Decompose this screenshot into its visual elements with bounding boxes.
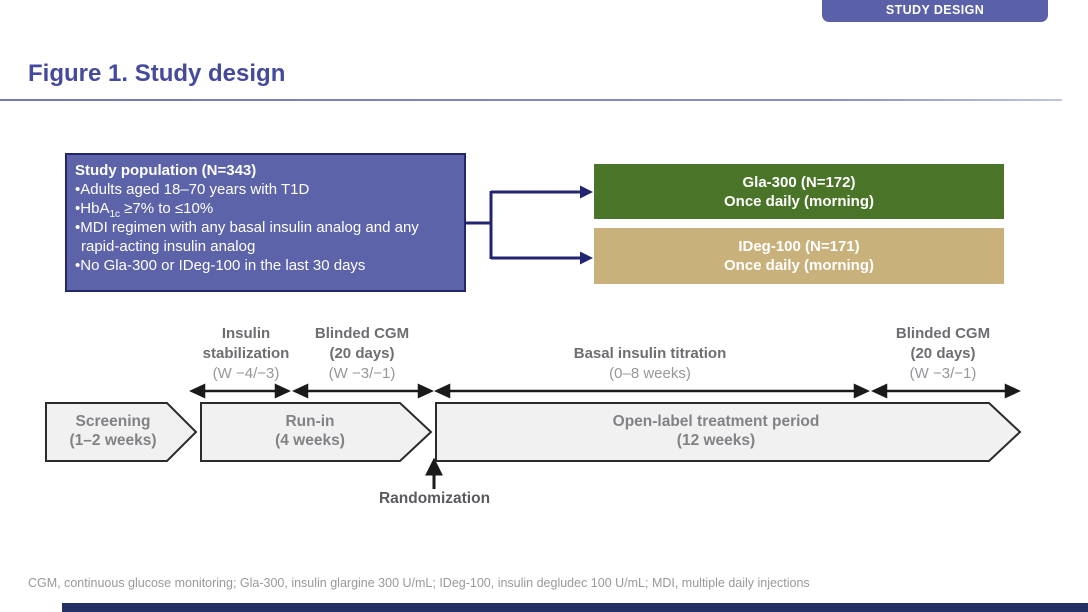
randomization-label: Randomization: [378, 490, 491, 507]
badge-label: STUDY DESIGN: [885, 3, 985, 17]
study-population-box: Study population (N=343) Adults aged 18–…: [65, 153, 466, 292]
randomization-arrow: [425, 457, 443, 489]
phase-blinded-cgm-end: Blinded CGM (20 days) (W −3/−1): [873, 324, 1013, 384]
randomization-branch-connector: [465, 190, 581, 260]
population-bullet-hba1c: HbA1c ≥7% to ≤10%: [75, 199, 456, 220]
arm-gla300-box: Gla-300 (N=172) Once daily (morning): [594, 164, 1004, 219]
abbreviations-footnote: CGM, continuous glucose monitoring; Gla-…: [28, 576, 810, 590]
phase-weeks: (W −4/−3): [212, 365, 280, 382]
segment-duration: (4 weeks): [275, 431, 345, 449]
arm-gla300-name: Gla-300 (N=172): [742, 173, 856, 191]
phase-insulin-stabilization: Insulin stabilization (W −4/−3): [176, 324, 316, 384]
period-arrows: [188, 383, 1022, 399]
population-bullet-age: Adults aged 18–70 years with T1D: [75, 180, 456, 199]
timeline-screening-label: Screening (1–2 weeks): [48, 413, 178, 450]
population-header: Study population (N=343): [75, 162, 257, 179]
hba1c-post: ≥7% to ≤10%: [120, 200, 214, 217]
segment-title: Run-in: [285, 413, 335, 430]
segment-title: Open-label treatment period: [612, 413, 820, 430]
hba1c-subscript: 1c: [109, 209, 121, 220]
population-bullet-no-gla: No Gla-300 or IDeg-100 in the last 30 da…: [75, 256, 456, 275]
population-bullet-mdi: MDI regimen with any basal insulin analo…: [75, 218, 456, 256]
phase-line: (20 days): [910, 345, 976, 362]
arrowhead-to-gla300: [580, 185, 593, 199]
arm-ideg100-dosing: Once daily (morning): [723, 257, 874, 274]
study-design-badge: STUDY DESIGN: [822, 0, 1048, 22]
phase-weeks: (0–8 weeks): [609, 365, 691, 382]
hba1c-pre: HbA: [80, 200, 110, 217]
segment-duration: (12 weeks): [676, 431, 756, 449]
phase-weeks: (W −3/−1): [909, 365, 977, 382]
timeline-open-label-label: Open-label treatment period (12 weeks): [446, 413, 986, 450]
figure-title: Figure 1. Study design: [28, 60, 286, 87]
phase-line: Basal insulin titration: [573, 345, 727, 362]
phase-weeks: (W −3/−1): [328, 365, 396, 382]
phase-blinded-cgm-runin: Blinded CGM (20 days) (W −3/−1): [292, 324, 432, 384]
segment-title: Screening: [75, 413, 151, 430]
bottom-accent-bar: [62, 603, 1088, 612]
arm-ideg100-name: IDeg-100 (N=171): [738, 238, 860, 255]
phase-basal-insulin-titration: Basal insulin titration (0–8 weeks): [495, 344, 805, 384]
phase-line: Insulin: [221, 325, 271, 342]
timeline-runin-label: Run-in (4 weeks): [210, 413, 410, 450]
arrowhead-to-ideg100: [580, 251, 593, 265]
phase-line: Blinded CGM: [314, 325, 410, 342]
phase-line: Blinded CGM: [895, 325, 991, 342]
title-divider: [0, 99, 1062, 101]
segment-duration: (1–2 weeks): [69, 431, 157, 449]
phase-line: (20 days): [329, 345, 395, 362]
arm-ideg100-box: IDeg-100 (N=171) Once daily (morning): [594, 228, 1004, 284]
phase-line: stabilization: [202, 345, 290, 362]
arm-gla300-dosing: Once daily (morning): [723, 192, 874, 210]
